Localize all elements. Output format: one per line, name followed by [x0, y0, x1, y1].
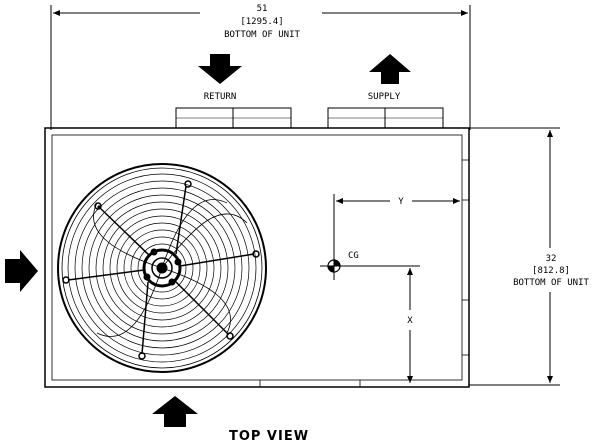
- width-dimension: [50, 5, 471, 130]
- width-value: 51: [257, 4, 268, 14]
- supply-duct-collar: [327, 107, 444, 129]
- width-note: BOTTOM OF UNIT: [224, 30, 300, 40]
- width-metric: [1295.4]: [240, 17, 283, 27]
- return-duct-collar: [175, 107, 292, 129]
- return-arrow-icon: [198, 54, 242, 84]
- height-dimension: [469, 127, 560, 386]
- x-label: X: [407, 316, 413, 326]
- view-title: TOP VIEW: [229, 429, 309, 443]
- supply-label: SUPPLY: [368, 92, 401, 102]
- left-airflow-arrow-icon: [5, 250, 38, 292]
- cg-label: CG: [348, 251, 359, 261]
- height-metric: [812.8]: [532, 266, 570, 276]
- height-value: 32: [546, 254, 557, 264]
- bottom-airflow-arrow-icon: [152, 396, 198, 427]
- y-label: Y: [398, 197, 404, 207]
- unit-outline: [44, 127, 470, 388]
- height-note: BOTTOM OF UNIT: [513, 278, 589, 288]
- y-dimension: [333, 194, 460, 252]
- fan-guard: [57, 163, 267, 373]
- fan-hub: [142, 248, 182, 288]
- cg-mark: [320, 252, 348, 280]
- x-dimension: [348, 265, 420, 383]
- return-label: RETURN: [204, 92, 237, 102]
- supply-arrow-icon: [369, 54, 411, 84]
